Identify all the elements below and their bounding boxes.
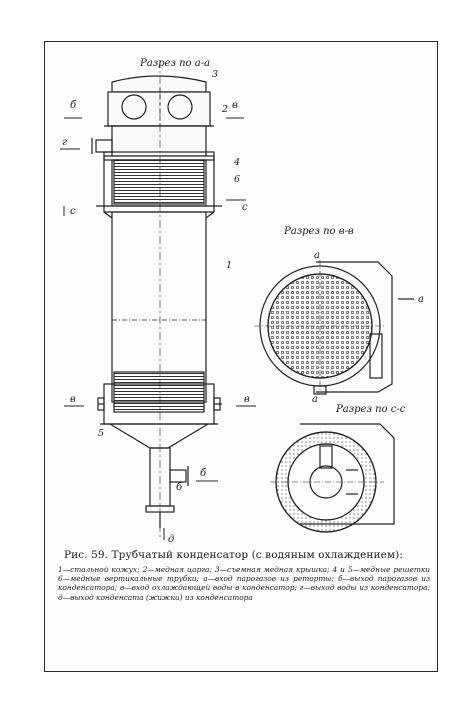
label-c-right: с bbox=[242, 202, 248, 213]
label-v-right: в bbox=[244, 394, 250, 405]
label-section-c: Разрез по с-с bbox=[335, 404, 406, 415]
label-b-pipe: б bbox=[176, 482, 183, 493]
label-n5: 5 bbox=[98, 428, 104, 439]
label-b-outlet: б bbox=[200, 468, 207, 479]
label-a-right: а bbox=[418, 294, 424, 305]
section-cc-view bbox=[270, 423, 395, 533]
figure-caption-title: Рис. 59. Трубчатый конденсатор (с водяны… bbox=[64, 549, 403, 561]
label-v-left: в bbox=[70, 394, 76, 405]
label-a-top: а bbox=[314, 250, 320, 261]
figure-caption-body: 1—стальной кожух; 2—медная царга; 3—съем… bbox=[58, 565, 430, 602]
label-n2: 2 bbox=[221, 104, 228, 115]
section-bb-view bbox=[254, 260, 414, 395]
label-section-top: Разрез по а-а bbox=[139, 58, 210, 69]
label-g: г bbox=[62, 137, 67, 148]
label-b-left: б bbox=[70, 100, 77, 111]
label-n4: 4 bbox=[233, 157, 240, 168]
label-v-top: в bbox=[232, 100, 238, 111]
label-n6: 6 bbox=[234, 174, 240, 185]
section-markers bbox=[60, 117, 256, 540]
label-n1: 1 bbox=[226, 260, 232, 271]
label-n3: 3 bbox=[212, 69, 218, 80]
label-section-b: Разрез по в-в bbox=[283, 226, 354, 237]
condenser-elevation bbox=[91, 60, 222, 540]
label-d: д bbox=[168, 534, 174, 545]
label-a-bottom: а bbox=[312, 394, 318, 405]
label-c-left: с bbox=[70, 206, 76, 217]
